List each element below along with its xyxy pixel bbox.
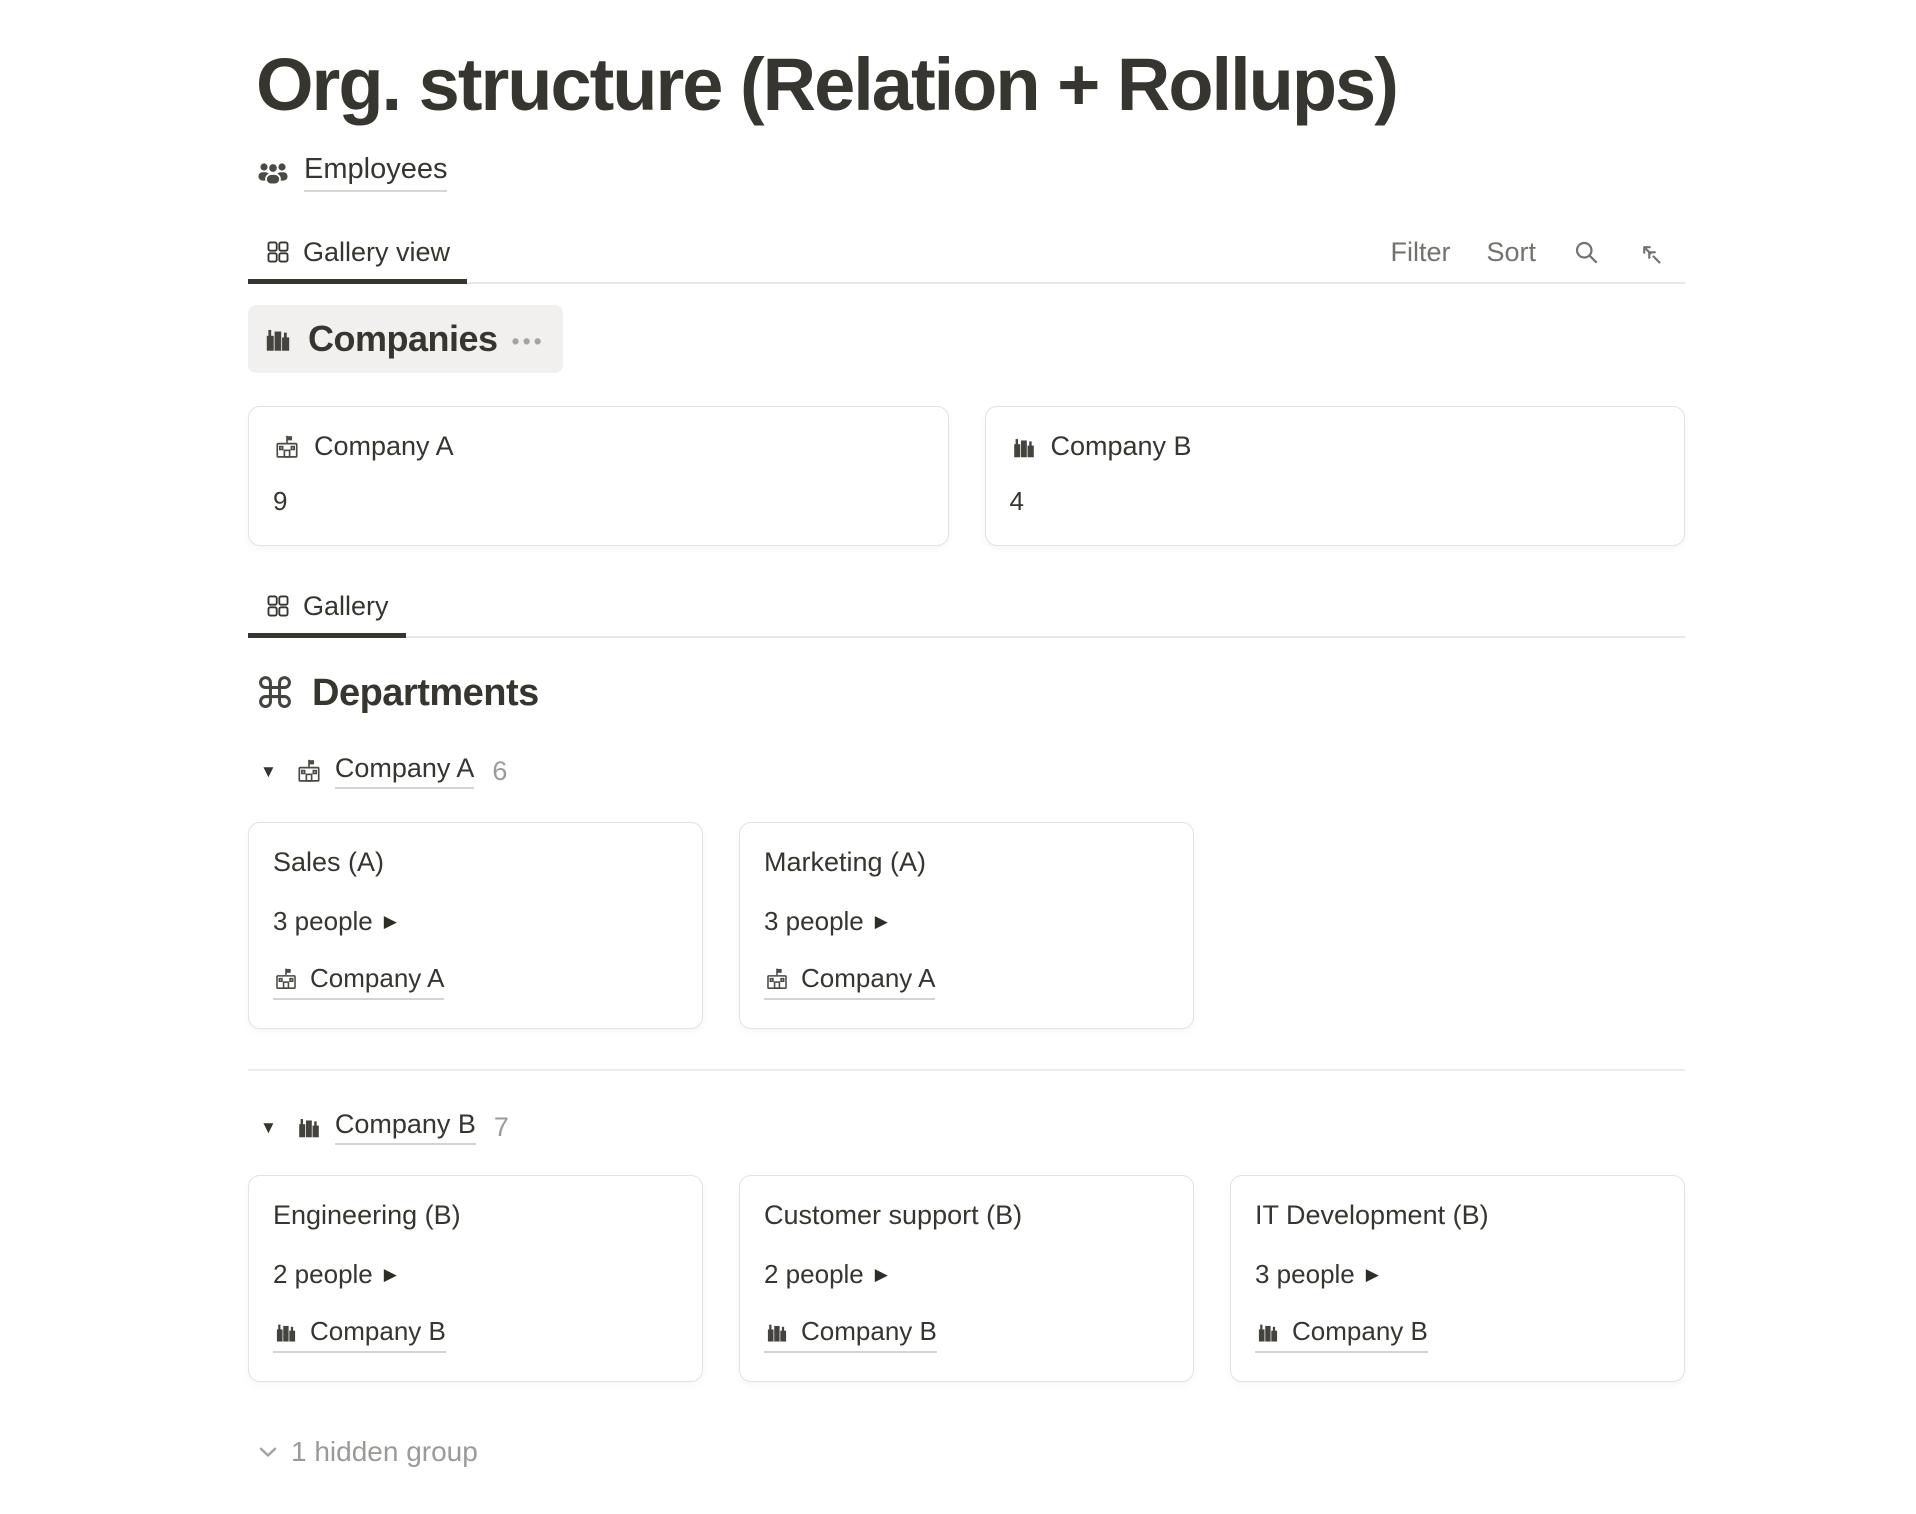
filter-button[interactable]: Filter	[1390, 236, 1451, 267]
more-options-icon[interactable]: •••	[511, 327, 545, 354]
company-link[interactable]: Company B	[273, 1316, 446, 1354]
company-card-b[interactable]: Company B 4	[984, 406, 1685, 547]
department-card-customer-support[interactable]: Customer support (B) 2 people ▶ Company …	[739, 1175, 1194, 1383]
departments-tab-bar: Gallery	[248, 574, 1685, 639]
expand-icon[interactable]	[1636, 239, 1663, 266]
tab-gallery-view[interactable]: Gallery view	[248, 220, 468, 285]
companies-heading-label: Companies	[308, 318, 498, 360]
city-buildings-icon	[273, 1319, 299, 1345]
view-controls: Filter Sort	[1390, 237, 1685, 268]
group-company-link[interactable]: Company A	[334, 753, 475, 790]
people-count: 2 people	[273, 1259, 373, 1290]
people-rollup[interactable]: 2 people ▶	[764, 1259, 1169, 1290]
card-title: Engineering (B)	[273, 1200, 461, 1231]
group-company-link[interactable]: Company B	[334, 1109, 476, 1146]
company-link-label: Company A	[801, 963, 936, 994]
city-buildings-icon	[1010, 433, 1038, 461]
departments-heading-label: Departments	[312, 672, 539, 715]
company-link-label: Company A	[310, 963, 445, 994]
department-card-marketing[interactable]: Marketing (A) 3 people ▶ Company A	[739, 822, 1194, 1030]
school-building-icon	[273, 966, 299, 992]
people-rollup[interactable]: 3 people ▶	[273, 906, 678, 937]
page: Org. structure (Relation + Rollups) Empl…	[248, 42, 1685, 1468]
company-link[interactable]: Company A	[764, 963, 936, 1001]
card-title: Customer support (B)	[764, 1200, 1023, 1231]
city-buildings-icon	[764, 1319, 790, 1345]
group-divider	[248, 1069, 1685, 1072]
view-tab-bar: Gallery view Filter Sort	[248, 220, 1685, 285]
gallery-grid-icon	[265, 239, 291, 265]
people-rollup[interactable]: 3 people ▶	[1255, 1259, 1660, 1290]
people-rollup[interactable]: 2 people ▶	[273, 1259, 678, 1290]
city-buildings-icon	[295, 1113, 323, 1141]
tab-gallery-label: Gallery	[303, 590, 389, 621]
group-header-company-b: ▼ Company B 7	[256, 1109, 1685, 1146]
card-title: IT Development (B)	[1255, 1200, 1489, 1231]
department-card-engineering[interactable]: Engineering (B) 2 people ▶ Company B	[248, 1175, 703, 1383]
group-count: 7	[493, 1111, 509, 1142]
people-rollup[interactable]: 3 people ▶	[764, 906, 1169, 937]
people-count: 2 people	[764, 1259, 864, 1290]
city-buildings-icon	[262, 323, 294, 355]
expand-arrow-icon: ▶	[1365, 1265, 1379, 1285]
sort-button[interactable]: Sort	[1486, 236, 1536, 267]
expand-arrow-icon: ▶	[383, 912, 397, 932]
collapse-triangle-icon[interactable]: ▼	[260, 761, 277, 781]
departments-heading: ⌘ Departments	[254, 672, 1685, 715]
card-title: Sales (A)	[273, 847, 385, 878]
company-link-label: Company B	[1292, 1316, 1428, 1347]
people-group-icon	[256, 158, 290, 188]
people-count: 3 people	[764, 906, 864, 937]
company-link[interactable]: Company B	[1255, 1316, 1428, 1354]
group-header-company-a: ▼ Company A 6	[256, 753, 1685, 790]
company-link[interactable]: Company A	[273, 963, 445, 1001]
card-title: Company A	[314, 431, 454, 462]
rollup-count: 9	[273, 486, 288, 517]
companies-heading[interactable]: Companies •••	[248, 305, 563, 374]
card-title: Marketing (A)	[764, 847, 927, 878]
gallery-grid-icon	[265, 593, 291, 619]
expand-arrow-icon: ▶	[874, 1265, 888, 1285]
rollup-count: 4	[1009, 486, 1024, 517]
departments-gallery-b: Engineering (B) 2 people ▶ Company B Cus…	[248, 1175, 1685, 1383]
company-card-a[interactable]: Company A 9	[248, 406, 949, 547]
tab-gallery-view-label: Gallery view	[303, 236, 451, 267]
search-icon[interactable]	[1572, 238, 1600, 266]
school-building-icon	[273, 433, 301, 461]
card-title-row: Company A	[273, 431, 924, 462]
linked-database-title[interactable]: Employees	[256, 153, 1685, 193]
group-count: 6	[492, 755, 508, 786]
departments-gallery-a: Sales (A) 3 people ▶ Company A Marketing…	[248, 822, 1685, 1030]
department-card-it-development[interactable]: IT Development (B) 3 people ▶ Company B	[1230, 1175, 1685, 1383]
chevron-down-icon	[254, 1438, 282, 1466]
hidden-group-toggle[interactable]: 1 hidden group	[254, 1436, 1685, 1468]
school-building-icon	[295, 757, 323, 785]
city-buildings-icon	[1255, 1319, 1281, 1345]
collapse-triangle-icon[interactable]: ▼	[260, 1117, 277, 1137]
card-title-row: Company B	[1010, 431, 1661, 462]
card-title: Company B	[1050, 431, 1192, 462]
company-link[interactable]: Company B	[764, 1316, 937, 1354]
school-building-icon	[764, 966, 790, 992]
department-card-sales[interactable]: Sales (A) 3 people ▶ Company A	[248, 822, 703, 1030]
tab-gallery[interactable]: Gallery	[248, 574, 406, 639]
expand-arrow-icon: ▶	[874, 912, 888, 932]
people-count: 3 people	[273, 906, 373, 937]
linked-database-label: Employees	[304, 153, 448, 193]
company-link-label: Company B	[310, 1316, 446, 1347]
companies-gallery: Company A 9 Company B 4	[248, 406, 1685, 547]
page-title: Org. structure (Relation + Rollups)	[256, 43, 1399, 126]
company-link-label: Company B	[801, 1316, 937, 1347]
command-icon: ⌘	[254, 669, 296, 717]
expand-arrow-icon: ▶	[383, 1265, 397, 1285]
people-count: 3 people	[1255, 1259, 1355, 1290]
hidden-group-label: 1 hidden group	[291, 1436, 478, 1468]
